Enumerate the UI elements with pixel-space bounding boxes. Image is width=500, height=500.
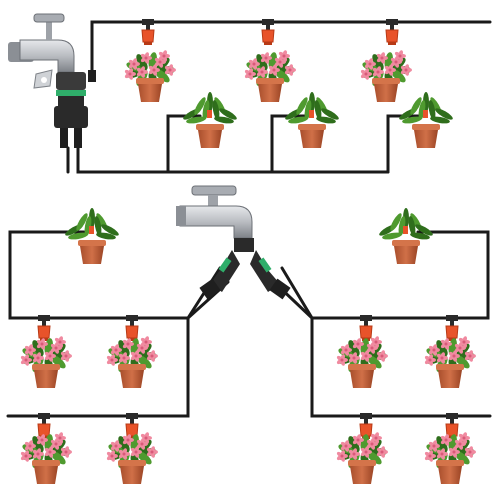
foliage-pot-icon (399, 92, 453, 148)
flower-pot-icon (106, 336, 158, 388)
top-faucet-icon (8, 13, 96, 148)
flower-pot-icon (20, 432, 72, 484)
dripper-icon (359, 315, 373, 341)
flower-pot-icon (124, 50, 176, 102)
bottom-faucet-icon (176, 185, 253, 239)
bottom-left-feed (6, 280, 230, 418)
top-branch-left (166, 114, 202, 174)
foliage-pot-icon (285, 92, 339, 148)
bottom-right-feed (272, 280, 492, 418)
flower-pot-icon (336, 336, 388, 388)
flower-pot-icon (424, 432, 476, 484)
top-return-line (76, 146, 390, 174)
pots-layer (20, 50, 476, 484)
foliage-pot-icon (65, 208, 119, 264)
dripper-icon (261, 19, 275, 45)
dripper-icon (37, 315, 51, 341)
bottom-system-tubing (6, 230, 492, 418)
foliage-pot-icon (183, 92, 237, 148)
top-mainline (90, 20, 492, 82)
drippers-layer (37, 19, 459, 439)
bottom-right-loop (280, 230, 490, 320)
flower-pot-icon (20, 336, 72, 388)
flower-pot-icon (336, 432, 388, 484)
flower-pot-icon (244, 50, 296, 102)
flower-pot-icon (106, 432, 158, 484)
dripper-icon (141, 19, 155, 45)
bottom-left-loop (8, 230, 222, 320)
y-splitter-icon (199, 238, 291, 300)
flower-pot-icon (424, 336, 476, 388)
dripper-icon (445, 315, 459, 341)
foliage-pot-icon (379, 208, 433, 264)
dripper-icon (385, 19, 399, 45)
dripper-icon (125, 315, 139, 341)
flower-pot-icon (360, 50, 412, 102)
top-system-tubing (66, 20, 492, 174)
